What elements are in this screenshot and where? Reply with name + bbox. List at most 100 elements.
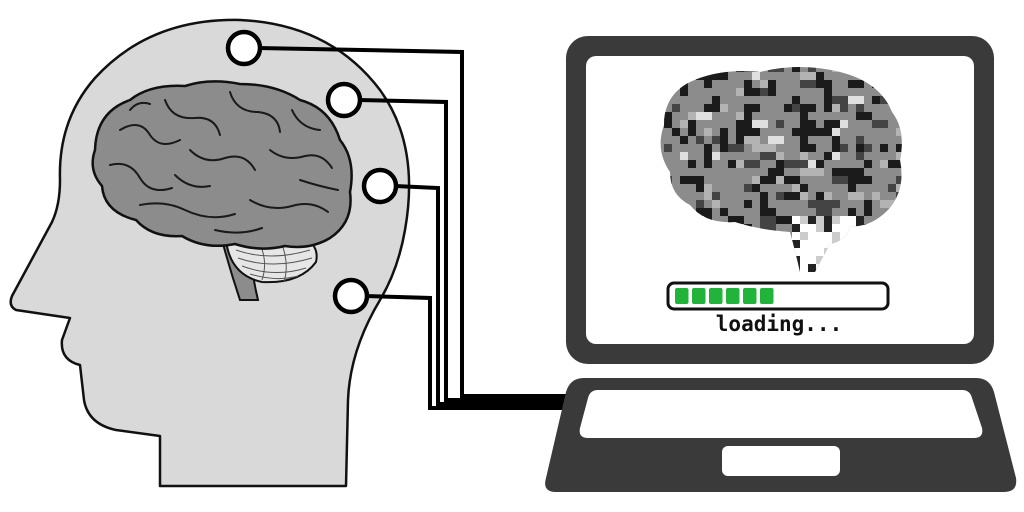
brain-pixel <box>760 192 768 200</box>
brain-pixel <box>744 128 752 136</box>
brain-pixel <box>696 208 704 216</box>
brain-pixel <box>744 112 752 120</box>
brain-pixel <box>824 224 832 232</box>
electrodes <box>225 29 399 315</box>
brain-pixel <box>760 208 776 216</box>
brain-pixel <box>856 152 864 160</box>
brain-pixel <box>784 176 800 184</box>
brain-pixel <box>704 208 712 216</box>
brain-pixel <box>760 152 776 160</box>
brain-pixel <box>832 232 840 240</box>
brain-pixel <box>672 128 680 136</box>
progress-bar <box>666 281 890 311</box>
brain-pixel <box>768 80 776 88</box>
brain-pixel <box>832 224 840 232</box>
brain-pixel <box>808 67 816 72</box>
brain-pixel <box>800 192 808 200</box>
brain-pixel <box>752 72 760 80</box>
brain-pixel <box>728 144 744 152</box>
brain-pixel <box>848 216 856 224</box>
brain-pixel <box>832 96 848 104</box>
electrode-wires <box>257 46 575 410</box>
brain-pixel <box>768 88 776 96</box>
brain-pixel <box>824 200 832 208</box>
brain-pixel <box>848 80 856 88</box>
brain-pixel <box>824 192 832 200</box>
brain-pixel <box>816 128 824 136</box>
brain-pixel <box>808 248 816 256</box>
brain-pixel <box>736 112 744 120</box>
brain-pixel <box>864 200 872 208</box>
progress-segment <box>743 288 757 304</box>
status-text: loading... <box>716 312 842 336</box>
brain-pixel <box>688 112 696 120</box>
brain-pixel <box>896 128 902 136</box>
brain-pixel <box>800 112 808 120</box>
brain-pixel <box>760 176 776 184</box>
brain-pixel <box>792 104 800 112</box>
brain-pixel <box>752 184 760 192</box>
brain-pixel <box>864 160 872 168</box>
brain-pixel <box>816 72 824 80</box>
brain-pixel <box>696 176 704 184</box>
brain-pixel <box>856 216 864 224</box>
brain-pixel <box>744 120 752 128</box>
brain-pixel <box>744 80 752 88</box>
brain-pixel <box>800 264 808 272</box>
brain-pixel <box>800 104 816 112</box>
brain-pixel <box>896 184 902 192</box>
brain-pixel <box>824 120 832 128</box>
brain-pixel <box>792 160 808 168</box>
brain-pixel <box>808 256 816 264</box>
brain-pixel <box>888 160 902 168</box>
brain-pixel <box>736 88 744 96</box>
brain-pixel <box>864 176 872 184</box>
progress-segment <box>709 288 723 304</box>
brain-pixel <box>792 240 800 248</box>
brain-pixel <box>736 136 744 144</box>
brain-pixel <box>872 192 880 200</box>
brain-pixel <box>792 216 800 224</box>
brain-pixel <box>680 152 688 160</box>
brain-pixel <box>712 200 720 208</box>
brain-pixel <box>848 168 864 176</box>
brain-pixel <box>832 104 840 112</box>
brain-pixel <box>688 128 696 136</box>
brain-pixel <box>824 88 832 96</box>
brain-pixel <box>800 120 816 128</box>
brain-pixel <box>704 192 712 200</box>
brain-pixel <box>760 200 768 208</box>
brain-pixel <box>808 232 816 240</box>
brain-pixel <box>784 216 792 224</box>
brain-pixel <box>888 184 896 192</box>
brain-pixel <box>816 248 824 256</box>
brain-pixel <box>792 128 800 136</box>
brain-pixel <box>808 144 816 152</box>
brain-pixel <box>680 136 688 144</box>
brain-pixel <box>856 136 864 144</box>
brain-pixel <box>800 136 808 144</box>
progress-segment <box>692 288 706 304</box>
brain-pixel <box>720 144 728 152</box>
brain-pixel <box>792 224 800 232</box>
brain-pixel <box>800 256 808 264</box>
brain-pixel <box>792 67 800 72</box>
brain-pixel <box>672 104 680 112</box>
brain-pixel <box>824 240 832 248</box>
brain-pixel <box>792 232 800 240</box>
brain-pixel <box>800 152 808 160</box>
brain-pixel <box>784 192 792 200</box>
laptop-touchpad <box>722 446 840 476</box>
brain-pixel <box>824 152 832 160</box>
brain-pixel <box>696 136 704 144</box>
brain-pixel <box>768 168 784 176</box>
brain-pixel <box>720 128 728 136</box>
brain-pixel <box>832 216 840 224</box>
brain-pixel <box>728 160 736 168</box>
brain-pixel <box>704 160 712 168</box>
brain-pixel <box>728 216 744 224</box>
brain-pixel <box>752 128 760 136</box>
brain-pixel <box>840 216 848 224</box>
brain-pixel <box>816 168 824 176</box>
brain-pixel <box>760 216 768 224</box>
